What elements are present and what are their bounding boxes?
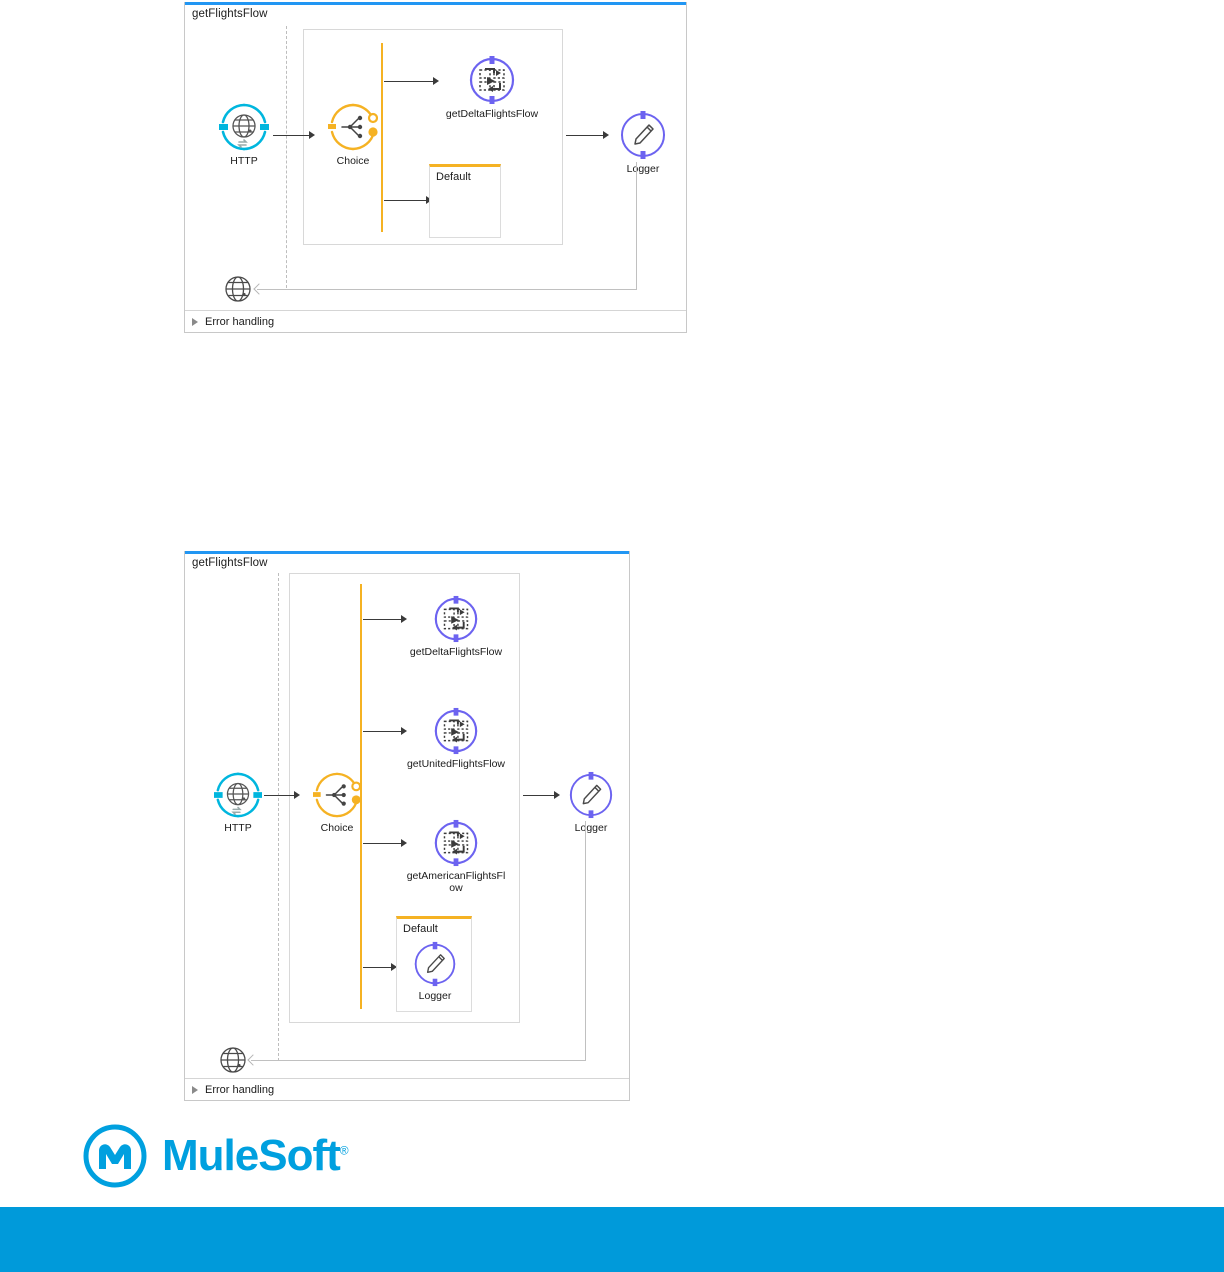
node-label-choice-two: Choice <box>320 822 354 834</box>
node-flowref-united-two[interactable]: getUnitedFlightsFlow <box>406 707 506 770</box>
return-path-vertical-one <box>636 162 637 289</box>
node-logger-default-two[interactable]: Logger <box>409 941 461 1002</box>
bottom-accent-band <box>0 1207 1224 1272</box>
connector-route2-two <box>363 731 402 732</box>
connector-arrow-route-default-two <box>391 963 397 971</box>
node-logger-two[interactable]: Logger <box>560 771 622 834</box>
mulesoft-wordmark: MuleSoft® <box>162 1131 349 1181</box>
node-label-http-two: HTTP <box>224 822 252 834</box>
return-path-horizontal-one <box>257 289 637 290</box>
flow-title-two: getFlightsFlow <box>192 557 268 569</box>
node-choice-two[interactable]: Choice <box>301 771 373 834</box>
choice-router-body-two <box>289 573 520 1023</box>
node-label-flowref-delta-two: getDeltaFlightsFlow <box>409 646 503 658</box>
mulesoft-logo: MuleSoft® <box>82 1123 349 1189</box>
node-flowref-delta-two[interactable]: getDeltaFlightsFlow <box>406 595 506 658</box>
connector-route-default-two <box>363 967 392 968</box>
return-path-horizontal-two <box>251 1060 586 1061</box>
mulesoft-wordmark-text: MuleSoft <box>162 1131 341 1180</box>
node-logger-one[interactable]: Logger <box>610 110 676 175</box>
return-path-vertical-two <box>585 821 586 1060</box>
node-label-logger-one: Logger <box>626 163 660 175</box>
default-route-box-two[interactable]: Default Logg <box>396 916 472 1012</box>
error-handling-bar-one[interactable]: Error handling <box>185 310 686 332</box>
connector-arrow-delta-logger-one <box>603 131 609 139</box>
route-rail-two <box>360 584 362 1009</box>
connector-arrow-route1-one <box>433 77 439 85</box>
connector-delta-logger-one <box>566 135 604 136</box>
error-source-globe-two[interactable] <box>216 1043 250 1077</box>
panel-accent-bar-two <box>185 551 629 554</box>
source-separator-one <box>286 26 287 288</box>
flow-title-one: getFlightsFlow <box>192 8 268 20</box>
connector-arrow-http-choice-one <box>309 131 315 139</box>
flow-reference-icon <box>432 707 480 755</box>
connector-arrow-http-choice-two <box>294 791 300 799</box>
node-label-logger-default-two: Logger <box>418 990 452 1002</box>
choice-router-body-one <box>303 29 563 245</box>
node-http-one[interactable]: HTTP <box>199 102 289 167</box>
connector-arrow-route3-two <box>401 839 407 847</box>
choice-router-icon <box>328 102 379 152</box>
error-source-globe-one[interactable] <box>221 272 255 306</box>
pencil-logger-icon <box>567 771 615 819</box>
flow-panel-two[interactable]: getFlightsFlow <box>184 551 630 1101</box>
error-handling-bar-two[interactable]: Error handling <box>185 1078 629 1100</box>
connector-arrow-route1-two <box>401 615 407 623</box>
return-path-arrow-one <box>253 283 265 295</box>
registered-mark: ® <box>339 1143 349 1158</box>
connector-http-choice-one <box>273 135 310 136</box>
route-rail-one <box>381 43 383 232</box>
node-choice-one[interactable]: Choice <box>316 102 390 167</box>
node-label-logger-two: Logger <box>574 822 608 834</box>
default-route-box-one[interactable]: Default <box>429 164 501 238</box>
node-http-two[interactable]: HTTP <box>193 771 283 834</box>
connector-arrow-choice-logger-two <box>554 791 560 799</box>
node-label-flowref-delta-one: getDeltaFlightsFlow <box>445 108 539 120</box>
node-flowref-american-two[interactable]: getAmericanFlightsFlow <box>406 819 506 894</box>
node-label-flowref-american-two: getAmericanFlightsFlow <box>406 870 506 894</box>
node-label-http-one: HTTP <box>230 155 258 167</box>
flow-reference-icon <box>467 55 517 105</box>
connector-arrow-route2-two <box>401 727 407 735</box>
mulesoft-mark-icon <box>82 1123 148 1189</box>
expand-triangle-icon[interactable] <box>192 317 198 326</box>
source-separator-two <box>278 573 279 1061</box>
globe-http-icon <box>214 771 262 819</box>
node-label-choice-one: Choice <box>336 155 370 167</box>
connector-route3-two <box>363 843 402 844</box>
flow-reference-icon <box>432 819 480 867</box>
panel-accent-bar <box>185 2 686 5</box>
connector-choice-logger-two <box>523 795 555 796</box>
default-route-label-two: Default <box>403 923 438 935</box>
flow-panel-one[interactable]: getFlightsFlow <box>184 2 687 333</box>
connector-route-default-one <box>384 200 427 201</box>
connector-route1-one <box>384 81 434 82</box>
node-flowref-delta-one[interactable]: getDeltaFlightsFlow <box>437 55 547 120</box>
connector-route1-two <box>363 619 402 620</box>
globe-http-icon <box>219 102 269 152</box>
expand-triangle-icon[interactable] <box>192 1085 198 1094</box>
flow-reference-icon <box>432 595 480 643</box>
connector-http-choice-two <box>264 795 295 796</box>
choice-router-icon <box>313 771 362 819</box>
pencil-logger-icon <box>618 110 668 160</box>
error-handling-label-two: Error handling <box>205 1083 275 1096</box>
node-label-flowref-united-two: getUnitedFlightsFlow <box>406 758 506 770</box>
default-route-label-one: Default <box>436 171 471 183</box>
pencil-logger-icon <box>412 941 458 987</box>
error-handling-label-one: Error handling <box>205 315 275 328</box>
